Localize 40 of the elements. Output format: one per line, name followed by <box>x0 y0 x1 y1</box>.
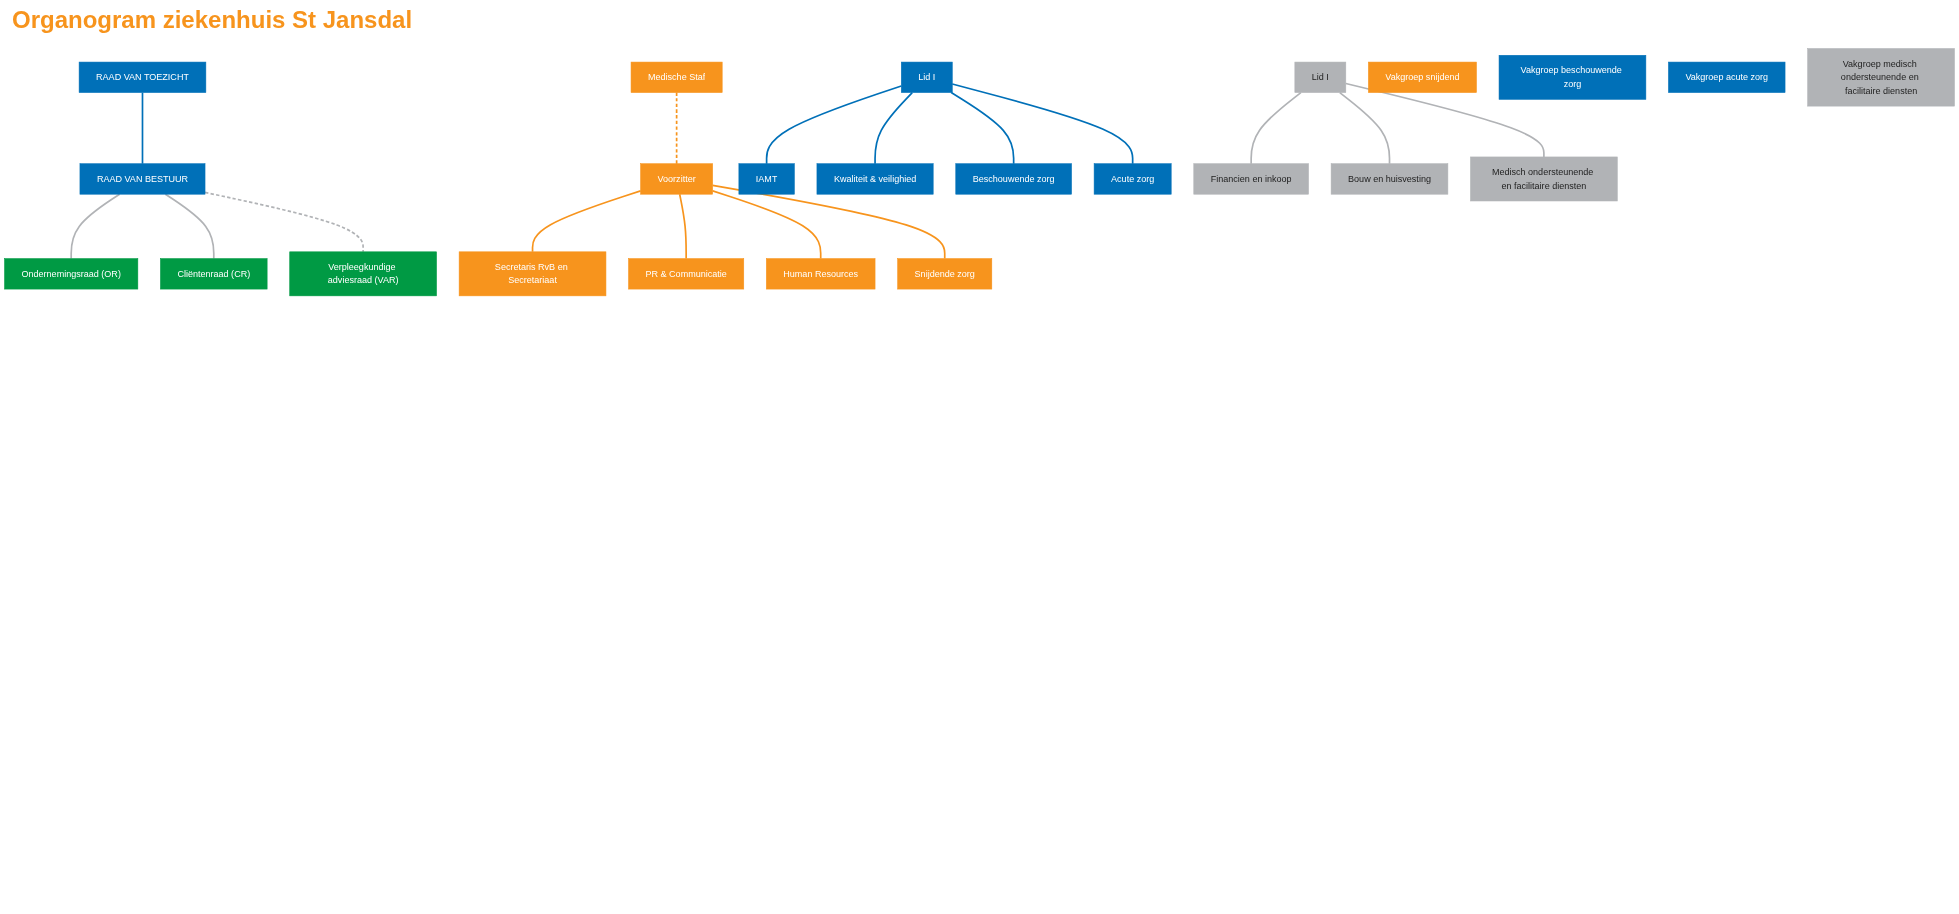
connector <box>531 189 642 253</box>
connector <box>164 193 215 260</box>
node-box: Lid I <box>901 61 953 93</box>
connector <box>765 85 903 165</box>
node-box: RAAD VAN TOEZICHT <box>78 61 207 93</box>
node-box: Vakgroep beschouwende zorg <box>1498 55 1647 100</box>
node-box: Vakgroep acute zorg <box>1668 61 1786 93</box>
connector <box>711 184 946 260</box>
node-box: Lid I <box>1294 61 1347 93</box>
node-box: Secretaris RvB en Secretariaat <box>458 251 607 297</box>
node-box: Beschouwende zorg <box>955 163 1072 195</box>
node-box: Ondernemingsraad (OR) <box>4 258 139 290</box>
connector <box>711 189 822 260</box>
connector <box>70 193 121 260</box>
node-box: RAAD VAN BESTUUR <box>79 163 206 195</box>
connector <box>1250 91 1302 165</box>
node-box: Voorzitter <box>640 163 713 195</box>
node-box: Financien en inkoop <box>1193 163 1309 195</box>
diagram-title: Organogram ziekenhuis St Jansdal <box>12 6 413 34</box>
node-box: Verpleegkundige adviesraad (VAR) <box>289 251 437 297</box>
node-box: Human Resources <box>766 258 876 290</box>
node-box: Medisch ondersteunende en facilitaire diensten <box>1470 156 1618 202</box>
connector <box>874 91 914 165</box>
node-box: Kwaliteit & veilighied <box>816 163 934 195</box>
connector <box>1338 91 1391 165</box>
connector <box>678 193 687 260</box>
connector <box>141 91 144 165</box>
node-box: Snijdende zorg <box>897 258 993 290</box>
connector <box>950 91 1015 165</box>
node-box: Cliëntenraad (CR) <box>160 258 268 290</box>
node-box: IAMT <box>738 163 795 195</box>
node-box: Vakgroep medisch ondersteunende en facilitaire diensten <box>1807 48 1955 107</box>
connector <box>951 83 1134 165</box>
connector <box>675 91 678 165</box>
connector <box>1344 82 1545 158</box>
node-box: Medische Staf <box>630 61 723 93</box>
node-box: Bouw en huisvesting <box>1330 163 1449 195</box>
node-box: Acute zorg <box>1093 163 1172 195</box>
node-box: PR & Communicatie <box>628 258 745 290</box>
node-box: Vakgroep snijdend <box>1368 61 1477 93</box>
